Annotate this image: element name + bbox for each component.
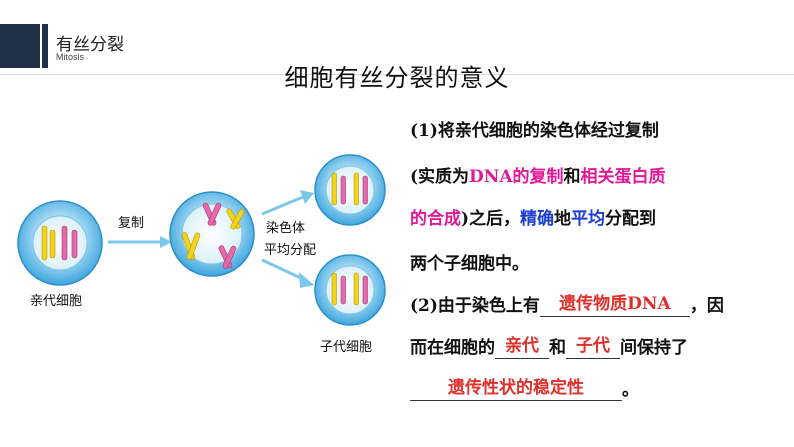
l5-b: ，因 (689, 296, 724, 316)
answer-blank-offspring: 子代 (566, 333, 620, 359)
text-line-5: (2)由于染色上有遗传物质DNA ，因 (410, 291, 724, 317)
distribution-label-line1: 染色体 (266, 221, 306, 236)
text-line-6: 而在细胞的亲代和子代间保持了 (410, 333, 688, 359)
related-protein-term: 相关蛋白质 (580, 167, 666, 187)
replication-label: 复制 (118, 216, 145, 231)
l3-after: )之后， (461, 209, 521, 229)
synthesis-term: 的合成 (410, 209, 461, 229)
header-accent-stripe (42, 24, 48, 68)
answer-offspring: 子代 (576, 336, 610, 356)
text-line-4: 两个子细胞中。 (410, 254, 529, 274)
replicated-cell (169, 191, 255, 277)
l3-rest: 分配到 (605, 209, 657, 229)
daughter-cell-bottom (314, 254, 386, 326)
answer-stability: 遗传性状的稳定性 (448, 378, 584, 398)
l3-di: 地 (554, 209, 572, 229)
distribution-arrows (261, 190, 314, 288)
answer-blank-parent: 亲代 (495, 333, 549, 359)
replication-arrow (108, 236, 172, 248)
l5-a: (2)由于染色上有 (410, 296, 540, 316)
dna-replication-term: DNA的复制 (469, 167, 564, 187)
text-line-3: 的合成)之后，精确地平均分配到 (410, 204, 656, 229)
parent-cell (17, 200, 103, 286)
l2-open: (实质为 (410, 167, 470, 187)
daughter-cell-top (314, 154, 386, 226)
answer-dna: 遗传物质DNA (559, 294, 671, 314)
header-accent-bar (0, 24, 40, 68)
text-line-1: (1)将亲代细胞的染色体经过复制 (410, 121, 659, 141)
text-line-7: 遗传性状的稳定性 。 (410, 375, 639, 401)
parent-cell-label: 亲代细胞 (30, 294, 83, 309)
l7-end: 。 (622, 380, 639, 400)
header-subtitle: Mitosis (56, 52, 85, 62)
header-title: 有丝分裂 (56, 35, 124, 55)
answer-parent: 亲代 (505, 336, 539, 356)
header-divider (0, 74, 794, 75)
precise-term: 精确 (520, 209, 555, 229)
l6-b: 和 (549, 338, 566, 358)
text-line-2: (实质为DNA的复制和相关蛋白质 (410, 162, 666, 187)
average-term: 平均 (571, 209, 606, 229)
l6-a: 而在细胞的 (410, 338, 495, 358)
l2-and: 和 (563, 167, 581, 187)
answer-blank-stability: 遗传性状的稳定性 (410, 375, 622, 401)
l6-c: 间保持了 (620, 338, 688, 358)
answer-blank-dna: 遗传物质DNA (539, 291, 690, 317)
page-title: 细胞有丝分裂的意义 (284, 64, 510, 92)
distribution-label-line2: 平均分配 (264, 243, 317, 258)
daughter-cell-label: 子代细胞 (320, 340, 373, 355)
